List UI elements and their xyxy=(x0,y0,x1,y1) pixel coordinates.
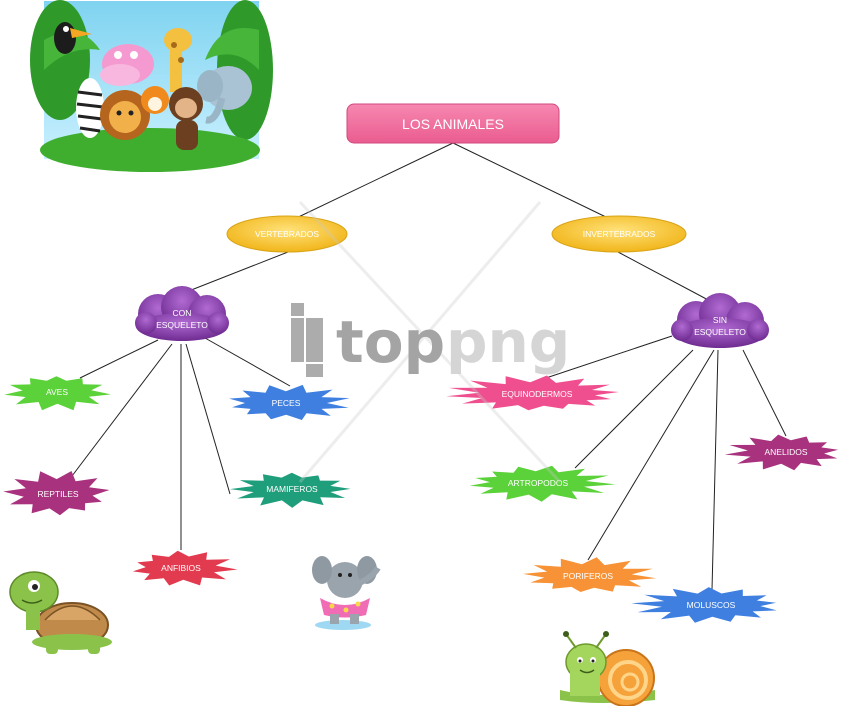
connector-invertebrados-sin-esqueleto xyxy=(617,251,713,303)
connector-con-peces xyxy=(204,337,291,387)
node-con-esqueleto-line1: CON xyxy=(173,308,192,318)
node-artropodos-label: ARTROPODOS xyxy=(508,478,569,488)
leaf-nodes: AVES PECES REPTILES MAMIFEROS ANFIBIOS EQUINO… xyxy=(3,375,839,623)
watermark-text-light: png xyxy=(446,308,570,376)
node-anelidos-label: ANELIDOS xyxy=(765,447,808,457)
node-anelidos: ANELIDOS xyxy=(724,434,839,471)
connector-con-reptiles xyxy=(71,343,173,477)
connector-sin-moluscos xyxy=(711,349,719,591)
node-equinodermos-shape xyxy=(446,375,619,411)
connector-con-aves xyxy=(79,339,159,379)
node-con-esqueleto-line2: ESQUELETO xyxy=(156,320,208,330)
connector-root-invertebrados xyxy=(452,142,609,219)
connector-root-vertebrados xyxy=(287,142,454,223)
node-poriferos-shape xyxy=(523,557,657,592)
node-artropodos: ARTROPODOS xyxy=(469,465,616,502)
node-anelidos-shape xyxy=(724,434,839,471)
node-aves-shape xyxy=(4,376,111,411)
node-aves: AVES xyxy=(4,376,111,411)
node-anfibios-label: ANFIBIOS xyxy=(161,563,201,573)
node-mamiferos-shape xyxy=(229,472,351,508)
node-invertebrados: INVERTEBRADOS xyxy=(551,215,687,253)
node-los-animales-label: LOS ANIMALES xyxy=(402,116,504,132)
node-sin-esqueleto-line1: SIN xyxy=(713,315,727,325)
node-peces: PECES xyxy=(229,384,350,420)
node-moluscos: MOLUSCOS xyxy=(631,587,777,623)
connector-vertebrados-con-esqueleto xyxy=(175,251,289,297)
node-vertebrados-label: VERTEBRADOS xyxy=(255,229,319,239)
node-anfibios: ANFIBIOS xyxy=(132,550,238,586)
watermark: top png xyxy=(291,200,570,484)
watermark-logo-icon xyxy=(291,303,323,377)
node-mamiferos-label: MAMIFEROS xyxy=(266,484,318,494)
node-moluscos-shape xyxy=(631,587,777,623)
snail-illustration xyxy=(560,631,655,707)
node-peces-label: PECES xyxy=(272,398,301,408)
node-artropodos-shape xyxy=(469,465,616,502)
turtle-illustration xyxy=(9,571,112,654)
connector-sin-equinodermos xyxy=(539,335,673,381)
node-vertebrados: VERTEBRADOS xyxy=(226,215,348,253)
watermark-text-dark: top xyxy=(336,308,445,376)
node-moluscos-label: MOLUSCOS xyxy=(687,600,736,610)
node-equinodermos-label: EQUINODERMOS xyxy=(502,389,573,399)
node-aves-label: AVES xyxy=(46,387,68,397)
node-equinodermos: EQUINODERMOS xyxy=(446,375,619,411)
jungle-animals-illustration xyxy=(30,0,273,172)
connector-con-mamiferos xyxy=(185,343,231,495)
node-poriferos-label: PORIFEROS xyxy=(563,571,613,581)
node-reptiles-shape xyxy=(3,471,110,516)
node-reptiles-label: REPTILES xyxy=(37,489,78,499)
node-reptiles: REPTILES xyxy=(3,471,110,516)
node-sin-esqueleto-line2: ESQUELETO xyxy=(694,327,746,337)
elephant-illustration xyxy=(312,556,381,630)
connector-sin-poriferos xyxy=(587,349,715,561)
node-invertebrados-label: INVERTEBRADOS xyxy=(583,229,656,239)
node-con-esqueleto: CON ESQUELETO xyxy=(135,286,229,341)
connector-sin-artropodos xyxy=(574,349,694,469)
node-mamiferos: MAMIFEROS xyxy=(229,472,351,508)
node-sin-esqueleto: SIN ESQUELETO xyxy=(671,293,769,348)
node-anfibios-shape xyxy=(132,550,238,586)
connector-lines xyxy=(71,142,787,591)
node-los-animales: LOS ANIMALES xyxy=(346,103,560,144)
connector-sin-anelidos xyxy=(742,349,787,437)
node-poriferos: PORIFEROS xyxy=(523,557,657,592)
node-peces-shape xyxy=(229,384,350,420)
